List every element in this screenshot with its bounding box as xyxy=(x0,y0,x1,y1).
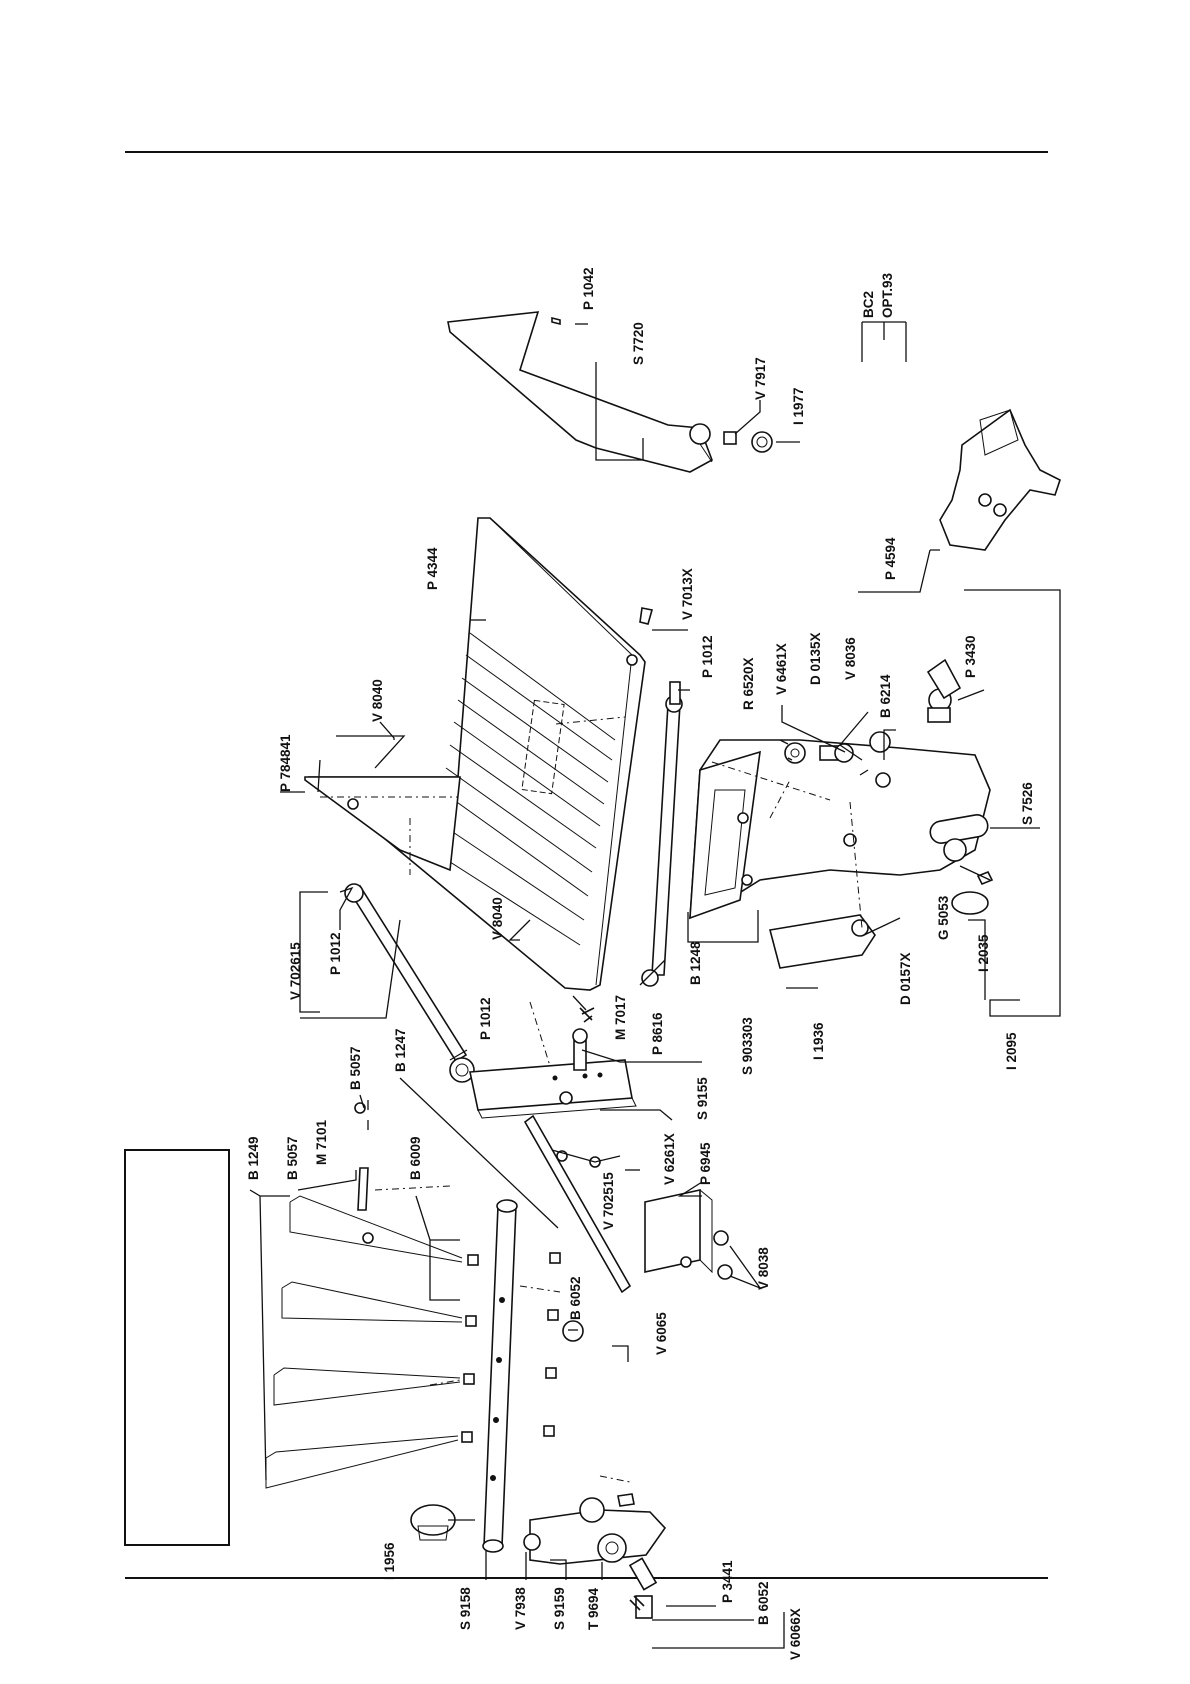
callout-label: V 6461X xyxy=(774,643,789,695)
title-block-frame xyxy=(124,1149,230,1546)
callout-label: D 0135X xyxy=(808,632,823,685)
callout-label: S 9155 xyxy=(695,1077,710,1120)
callout-label: P 1012 xyxy=(328,932,343,975)
callout-label: B 1247 xyxy=(393,1028,408,1072)
part-comb-bracket xyxy=(556,1150,733,1280)
callout-labels: P 1042 S 7720 V 7917 I 1977 P 4344 V 701… xyxy=(246,267,1035,1660)
callout-label: S 9158 xyxy=(458,1587,473,1630)
callout-label: D 0157X xyxy=(898,952,913,1005)
part-slotted-tube xyxy=(265,1102,561,1553)
callout-label: I 1956 xyxy=(382,1542,397,1580)
callout-label: P 1012 xyxy=(478,997,493,1040)
callout-label: S 7526 xyxy=(1020,782,1035,825)
callout-label: P 3441 xyxy=(720,1560,735,1603)
callout-label: G 5053 xyxy=(936,895,951,940)
callout-label: M 7017 xyxy=(613,995,628,1040)
callout-label: B 6052 xyxy=(756,1581,771,1625)
callout-label: T 9694 xyxy=(586,1587,601,1630)
callout-label: V 8040 xyxy=(490,897,505,940)
callout-label: V 7938 xyxy=(513,1587,528,1630)
callout-label: R 6520X xyxy=(741,657,756,710)
callout-label: V 6066X xyxy=(788,1608,803,1660)
part-rods xyxy=(344,681,683,1294)
callout-label: P 1042 xyxy=(581,267,596,310)
part-hardware-right xyxy=(784,658,994,915)
callout-label: V 8036 xyxy=(843,637,858,680)
callout-label: V 8040 xyxy=(370,679,385,722)
callout-label: V 6065 xyxy=(654,1312,669,1355)
callout-label: V 7917 xyxy=(753,357,768,400)
part-small-assembly xyxy=(939,408,1061,551)
callout-label: V 7013X xyxy=(680,568,695,620)
assembly-label-bc2: BC2 xyxy=(861,291,876,318)
callout-label: I 1936 xyxy=(811,1022,826,1060)
callout-label: M 7101 xyxy=(314,1119,329,1165)
callout-label: B 1248 xyxy=(688,941,703,985)
callout-label: P 4344 xyxy=(425,547,440,590)
callout-label: P 784841 xyxy=(278,734,293,792)
callout-label: S 7720 xyxy=(631,322,646,365)
callout-label: I 2035 xyxy=(976,934,991,972)
callout-label: B 6052 xyxy=(568,1276,583,1320)
callout-label: B 6009 xyxy=(408,1136,423,1180)
part-curved-arm xyxy=(689,739,991,969)
part-ribbed-panel xyxy=(304,517,654,991)
callout-label: V 8038 xyxy=(756,1247,771,1290)
callout-label: I 1977 xyxy=(791,387,806,425)
callout-label: P 8616 xyxy=(650,1012,665,1055)
callout-label: S 9159 xyxy=(552,1587,567,1630)
callout-label: P 1012 xyxy=(700,635,715,678)
callout-label: P 3430 xyxy=(963,635,978,678)
alignment-lines xyxy=(320,716,863,1483)
callout-label: P 4594 xyxy=(883,537,898,580)
callout-label: V 702515 xyxy=(601,1172,616,1230)
callout-label: B 6214 xyxy=(878,674,893,718)
callout-label: V 702615 xyxy=(288,942,303,1000)
part-bracket-block xyxy=(469,1007,637,1119)
part-plate-arm xyxy=(447,311,773,473)
callout-label: S 903303 xyxy=(740,1017,755,1075)
callout-label: B 1249 xyxy=(246,1136,261,1180)
assembly-label-opt93: OPT.93 xyxy=(880,272,895,318)
leader-lines xyxy=(249,321,1061,1649)
callout-label: P 6945 xyxy=(698,1142,713,1185)
callout-label: V 6261X xyxy=(662,1133,677,1185)
part-yoke xyxy=(523,1320,667,1619)
callout-label: B 5057 xyxy=(348,1046,363,1090)
callout-label: B 5057 xyxy=(285,1136,300,1180)
callout-label: I 2095 xyxy=(1004,1032,1019,1070)
